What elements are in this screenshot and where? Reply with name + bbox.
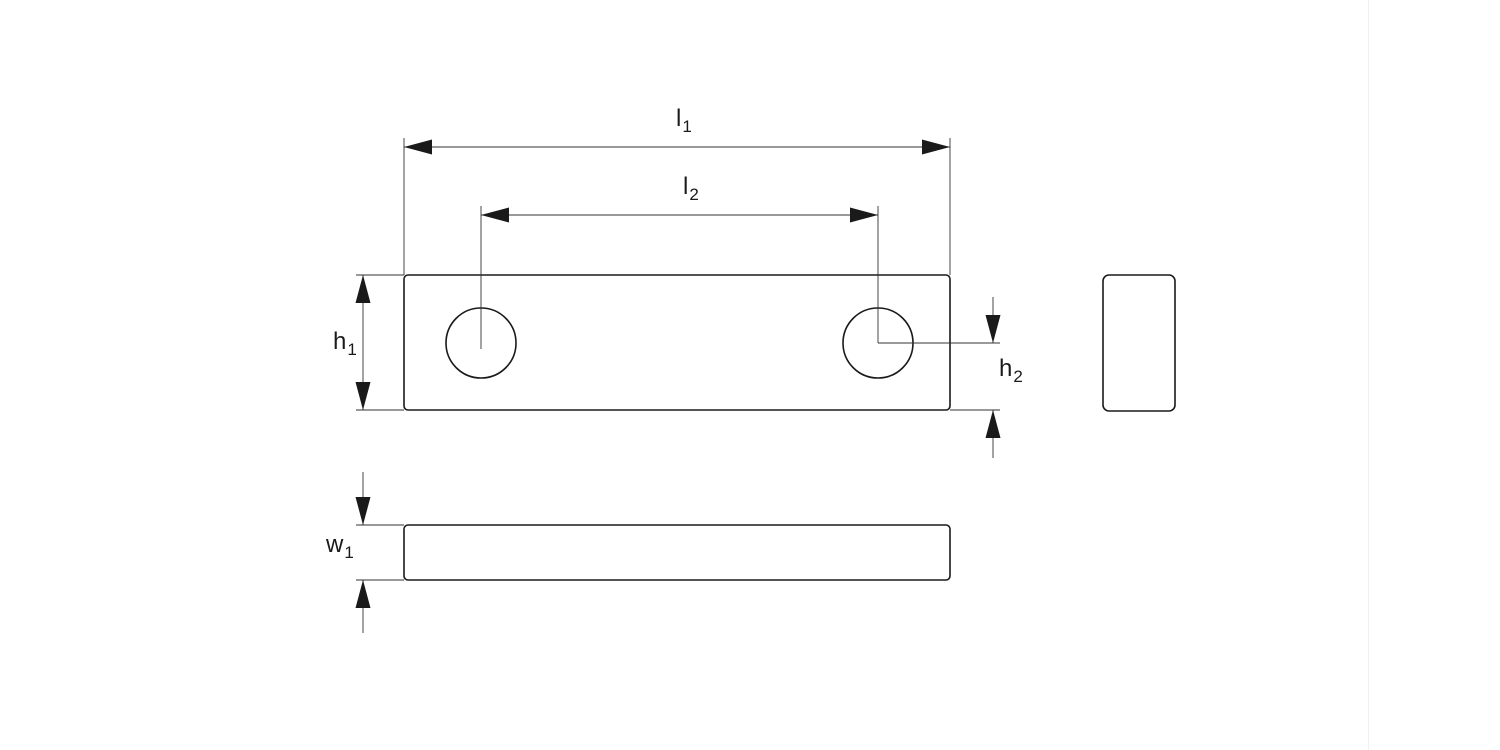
l1-label: l1 bbox=[676, 105, 692, 136]
dimension-h2: h2 bbox=[878, 297, 1023, 458]
l1-arrow-right bbox=[922, 139, 950, 155]
l2-arrow-left bbox=[481, 207, 509, 223]
h2-arrow-top bbox=[985, 315, 1001, 343]
w1-label: w1 bbox=[325, 531, 354, 562]
l2-label: l2 bbox=[683, 173, 699, 204]
front-view-plate bbox=[403, 274, 951, 411]
h2-arrow-bottom bbox=[985, 410, 1001, 438]
dimension-w1: w1 bbox=[325, 472, 404, 633]
dimension-l2: l2 bbox=[480, 173, 879, 349]
dimension-h1: h1 bbox=[333, 274, 404, 411]
h1-label: h1 bbox=[333, 328, 357, 359]
h1-arrow-top bbox=[355, 275, 371, 303]
top-view-plate bbox=[403, 524, 951, 581]
h2-label: h2 bbox=[999, 355, 1023, 386]
page-edge-divider bbox=[1368, 0, 1369, 750]
l1-arrow-left bbox=[404, 139, 432, 155]
h1-arrow-bottom bbox=[355, 382, 371, 410]
side-view-plate bbox=[1102, 274, 1176, 412]
w1-arrow-top bbox=[355, 497, 371, 525]
w1-arrow-bottom bbox=[355, 580, 371, 608]
dimension-l1: l1 bbox=[403, 105, 951, 275]
l2-arrow-right bbox=[850, 207, 878, 223]
